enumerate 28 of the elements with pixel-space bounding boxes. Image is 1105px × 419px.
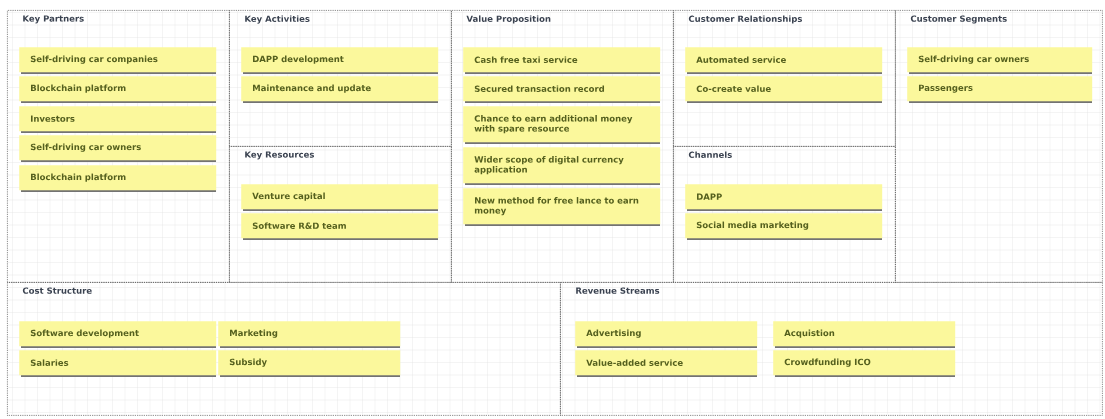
- sticky-note: Investors: [19, 106, 217, 133]
- sticky-note: Software development: [19, 321, 217, 348]
- sticky-note: Co-create value: [685, 76, 883, 103]
- sticky-note: Self-driving car owners: [907, 47, 1093, 74]
- sticky-note: DAPP: [685, 184, 883, 211]
- sticky-note: Acquistion: [773, 321, 956, 348]
- sticky-note: Marketing: [218, 321, 401, 348]
- sticky-note: Chance to earn additional money with spare resource: [463, 106, 661, 144]
- sticky-note: Salaries: [19, 350, 217, 377]
- sticky-note: Blockchain platform: [19, 76, 217, 103]
- sticky-note: Cash free taxi service: [463, 47, 661, 74]
- sticky-note: Wider scope of digital currency application: [463, 147, 661, 185]
- sticky-note: Automated service: [685, 47, 883, 74]
- sticky-note: Blockchain platform: [19, 165, 217, 192]
- sticky-note: Passengers: [907, 76, 1093, 103]
- sticky-note: Maintenance and update: [241, 76, 439, 103]
- sticky-note: Subsidy: [218, 350, 401, 377]
- sticky-note: Value-added service: [575, 350, 758, 377]
- sticky-note: Social media marketing: [685, 213, 883, 240]
- sticky-note: Advertising: [575, 321, 758, 348]
- sticky-note: DAPP development: [241, 47, 439, 74]
- sticky-note: Self-driving car owners: [19, 135, 217, 162]
- sticky-note: Software R&D team: [241, 213, 439, 240]
- sticky-note: Crowdfunding ICO: [773, 350, 956, 377]
- sticky-note: Secured transaction record: [463, 76, 661, 103]
- sticky-note: New method for free lance to earn money: [463, 188, 661, 226]
- sticky-note: Self-driving car companies: [19, 47, 217, 74]
- sticky-note: Venture capital: [241, 184, 439, 211]
